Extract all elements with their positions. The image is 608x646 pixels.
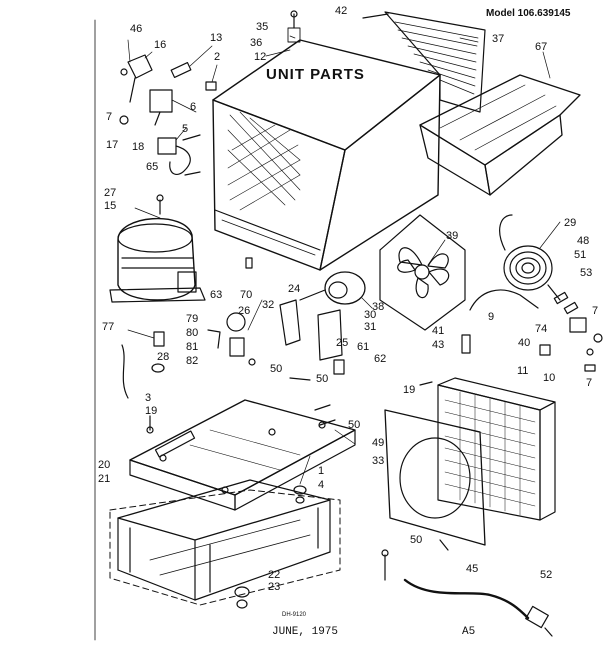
evaporator-coil — [499, 214, 561, 301]
callout-label: 36 — [250, 37, 263, 49]
callout-label: 18 — [132, 141, 145, 153]
callout-label: 42 — [335, 5, 348, 17]
callout-label: 17 — [106, 139, 119, 151]
drip-tray — [419, 74, 581, 196]
callout-label: 74 — [535, 323, 548, 335]
callout-label: 52 — [540, 569, 553, 581]
callout-label: 19 — [403, 384, 416, 396]
callout-label: 19 — [145, 405, 158, 417]
drier — [461, 334, 471, 354]
callout-label: 4 — [318, 479, 325, 491]
callout-label: 61 — [357, 341, 370, 353]
callout-label: 50 — [348, 419, 361, 431]
callout-label: 49 — [372, 437, 385, 449]
callout-label: 28 — [157, 351, 170, 363]
callout-label: 33 — [372, 455, 385, 467]
callout-label: 50 — [316, 373, 329, 385]
callout-label: 31 — [364, 321, 377, 333]
footer-date: JUNE, 1975 — [272, 626, 339, 638]
footer-page: A5 — [462, 626, 476, 638]
grommet-washer — [295, 496, 305, 504]
fan-blade — [379, 214, 466, 331]
callout-label: 81 — [186, 341, 199, 353]
compressor — [109, 194, 206, 303]
callout-label: 10 — [543, 372, 556, 384]
callout-label: 21 — [98, 473, 111, 485]
callout-label: 41 — [432, 325, 445, 337]
callout-label: 39 — [446, 230, 459, 242]
callout-label: 43 — [432, 339, 445, 351]
callout-label: 13 — [210, 32, 223, 44]
callout-label: 25 — [336, 337, 349, 349]
electrical-parts — [119, 54, 217, 176]
callout-label: 12 — [254, 51, 267, 63]
callout-label: 50 — [270, 363, 283, 375]
callout-label: 16 — [154, 39, 167, 51]
power-cord — [403, 578, 553, 637]
callout-label: 40 — [518, 337, 531, 349]
callout-label: 1 — [318, 465, 325, 477]
callout-label: 62 — [374, 353, 387, 365]
callout-label: 7 — [106, 111, 113, 123]
callout-label: 46 — [130, 23, 143, 35]
model-number: Model 106.639145 — [486, 8, 571, 19]
compressor-mounts — [121, 331, 165, 434]
thermostat-parts — [539, 291, 603, 372]
callout-label: 5 — [182, 123, 189, 135]
callout-label: 24 — [288, 283, 301, 295]
callout-label: 53 — [580, 267, 593, 279]
callout-label: 2 — [214, 51, 221, 63]
callout-label: 20 — [98, 459, 111, 471]
callout-label: 82 — [186, 355, 199, 367]
fan-shroud — [384, 409, 486, 546]
callout-label: 37 — [492, 33, 505, 45]
callout-label: 48 — [577, 235, 590, 247]
callout-label: 11 — [517, 365, 529, 377]
callout-label: 63 — [210, 289, 223, 301]
callout-label: 80 — [186, 327, 199, 339]
callout-label: 15 — [104, 200, 117, 212]
callout-label: 27 — [104, 187, 117, 199]
callout-label: 38 — [372, 301, 385, 313]
callout-label: 6 — [190, 101, 197, 113]
relay-parts — [207, 257, 256, 366]
callout-label: 23 — [268, 581, 281, 593]
callout-label: 7 — [592, 305, 599, 317]
callout-label: 77 — [102, 321, 115, 333]
callout-label: 45 — [466, 563, 479, 575]
callout-label: 67 — [535, 41, 548, 53]
screws — [289, 377, 449, 581]
callout-label: 7 — [586, 377, 593, 389]
capillary-tube — [469, 289, 539, 311]
callout-label: 32 — [262, 299, 275, 311]
fan-motor — [279, 271, 366, 375]
drawing-code: DH-9120 — [282, 612, 307, 618]
callout-label: 9 — [488, 311, 495, 323]
leader-lines — [127, 35, 561, 485]
callout-label: 3 — [145, 392, 152, 404]
base-pan — [129, 399, 356, 511]
callout-label: 30 — [364, 309, 377, 321]
callout-label: 29 — [564, 217, 577, 229]
callout-label: 35 — [256, 21, 269, 33]
callout-label: 65 — [146, 161, 159, 173]
callout-label: 79 — [186, 313, 199, 325]
cabinet — [212, 10, 441, 271]
grille-panel — [362, 11, 486, 113]
callout-label: 51 — [574, 249, 587, 261]
callout-label: 50 — [410, 534, 423, 546]
diagram-title: UNIT PARTS — [266, 66, 365, 83]
condenser — [437, 377, 556, 521]
chassis-frame — [109, 479, 341, 609]
callout-label: 70 — [240, 289, 253, 301]
grommet — [293, 485, 307, 495]
callout-label: 22 — [268, 569, 281, 581]
callout-label: 26 — [238, 305, 251, 317]
